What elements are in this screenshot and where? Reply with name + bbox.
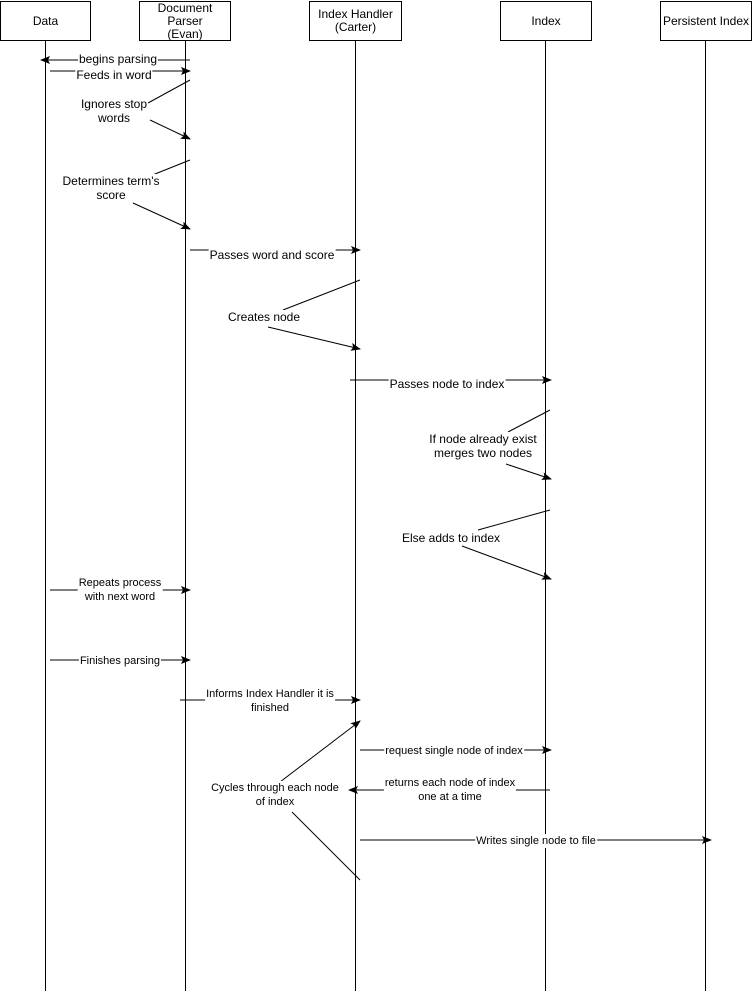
arrow-determines-score-back (132, 202, 191, 230)
label-cycles-nodes: Cycles through each node of index (210, 781, 340, 809)
actor-persistent-index: Persistent Index (660, 1, 752, 41)
arrow-ignores-stop-words-out (147, 79, 191, 104)
arrow-cycles-nodes-out (279, 720, 361, 783)
lifeline-index (545, 41, 546, 991)
label-repeats-process: Repeats process with next word (77, 576, 163, 604)
label-feeds-in-word: Feeds in word (75, 68, 153, 82)
label-passes-node: Passes node to index (388, 377, 506, 391)
actor-index-handler: Index Handler (Carter) (309, 1, 402, 41)
arrow-merges-nodes-back (505, 463, 552, 480)
arrow-determines-score-out (149, 159, 191, 177)
arrow-ignores-stop-words-back (149, 119, 191, 140)
label-begins-parsing: begins parsing (77, 52, 159, 66)
arrow-else-adds-out (477, 509, 551, 531)
actor-data: Data (0, 1, 91, 41)
label-ignores-stop-words: Ignores stop words (79, 97, 149, 125)
label-else-adds: Else adds to index (400, 531, 502, 545)
arrow-else-adds-back (461, 545, 552, 580)
label-determines-score: Determines term's score (61, 174, 161, 202)
label-writes-node: Writes single node to file (475, 834, 597, 848)
label-passes-word-score: Passes word and score (208, 248, 336, 262)
actor-index: Index (500, 1, 592, 41)
arrow-creates-node-out (282, 279, 361, 311)
label-request-node: request single node of index (384, 744, 524, 758)
label-merges-nodes: If node already exist merges two nodes (428, 432, 538, 460)
label-returns-nodes: returns each node of index one at a time (383, 776, 517, 804)
lifeline-index-handler (355, 41, 356, 991)
actor-document-parser: Document Parser (Evan) (139, 1, 231, 41)
arrow-merges-nodes-out (507, 409, 551, 433)
label-finishes-parsing: Finishes parsing (78, 654, 162, 668)
arrow-creates-node-back (267, 326, 361, 351)
lifeline-document-parser (185, 41, 186, 991)
lifeline-data (45, 41, 46, 991)
label-creates-node: Creates node (226, 310, 302, 324)
lifeline-persistent-index (705, 41, 706, 991)
arrow-cycles-nodes-back (291, 811, 361, 881)
label-informs-handler: Informs Index Handler it is finished (205, 687, 335, 715)
